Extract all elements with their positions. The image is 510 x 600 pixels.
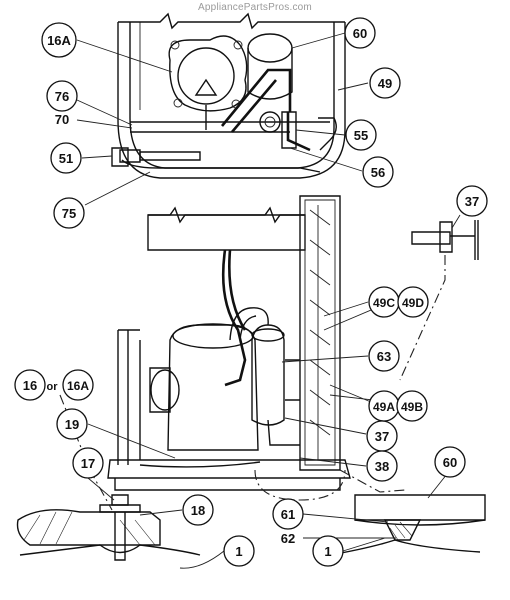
callout-55: 55 (345, 119, 377, 151)
callout-label: 16 (23, 378, 37, 393)
callout-76: 76 (46, 80, 78, 112)
callout-18: 18 (182, 494, 214, 526)
callout-label: 37 (465, 194, 479, 209)
callout-label: 49A (373, 400, 395, 414)
callout-label: 55 (354, 128, 368, 143)
callout-16a-top: 16A (41, 22, 77, 58)
callout-37-mid: 37 (366, 420, 398, 452)
callout-label: 63 (377, 349, 391, 364)
callout-label: 38 (375, 459, 389, 474)
callout-37-right: 37 (456, 185, 488, 217)
callout-label: 1 (324, 544, 331, 559)
callout-49b: 49B (396, 390, 428, 422)
callout-label: 49D (402, 296, 424, 310)
callout-75: 75 (53, 197, 85, 229)
callout-label: 16A (47, 33, 71, 48)
callout-label: 70 (55, 112, 69, 127)
callout-56: 56 (362, 156, 394, 188)
callout-label: 60 (443, 455, 457, 470)
callout-1-left: 1 (223, 535, 255, 567)
detail-37 (399, 220, 479, 381)
top-assembly (111, 12, 346, 179)
callout-70: 70 (55, 112, 69, 127)
callout-label: 76 (55, 89, 69, 104)
compressor-housing (168, 35, 248, 112)
callout-label: 1 (235, 544, 242, 559)
callout-label: 49 (378, 76, 392, 91)
callout-or-text: or (47, 381, 59, 393)
callout-60-top: 60 (344, 17, 376, 49)
callout-63: 63 (368, 340, 400, 372)
callout-49: 49 (369, 67, 401, 99)
callout-label: 16A (67, 379, 89, 393)
callout-label: 49C (373, 296, 395, 310)
callout-label: 49B (401, 400, 423, 414)
callout-label: 60 (353, 26, 367, 41)
callout-label: 17 (81, 456, 95, 471)
callout-label: 51 (59, 151, 73, 166)
callout-label: 62 (281, 531, 295, 546)
callout-17: 17 (72, 447, 104, 479)
callout-16-or-16a: 16 or 16A (14, 369, 94, 401)
callout-60-right: 60 (434, 446, 466, 478)
callout-label: 56 (371, 165, 385, 180)
callout-label: 61 (281, 507, 295, 522)
callout-1-right: 1 (312, 535, 344, 567)
callout-label: 75 (62, 206, 76, 221)
callout-38: 38 (366, 450, 398, 482)
watermark: AppliancePartsPros.com (198, 2, 312, 13)
callout-49c: 49C (368, 286, 400, 318)
callout-19: 19 (56, 408, 88, 440)
leader-lines (76, 32, 461, 569)
callout-51: 51 (50, 142, 82, 174)
callout-label: 19 (65, 417, 79, 432)
callout-label: 37 (375, 429, 389, 444)
callout-label: 18 (191, 503, 205, 518)
callout-62: 62 (281, 531, 295, 546)
detail-mount-right (254, 469, 486, 556)
callout-49a: 49A (368, 390, 400, 422)
callout-49d: 49D (397, 286, 429, 318)
callout-61: 61 (272, 498, 304, 530)
